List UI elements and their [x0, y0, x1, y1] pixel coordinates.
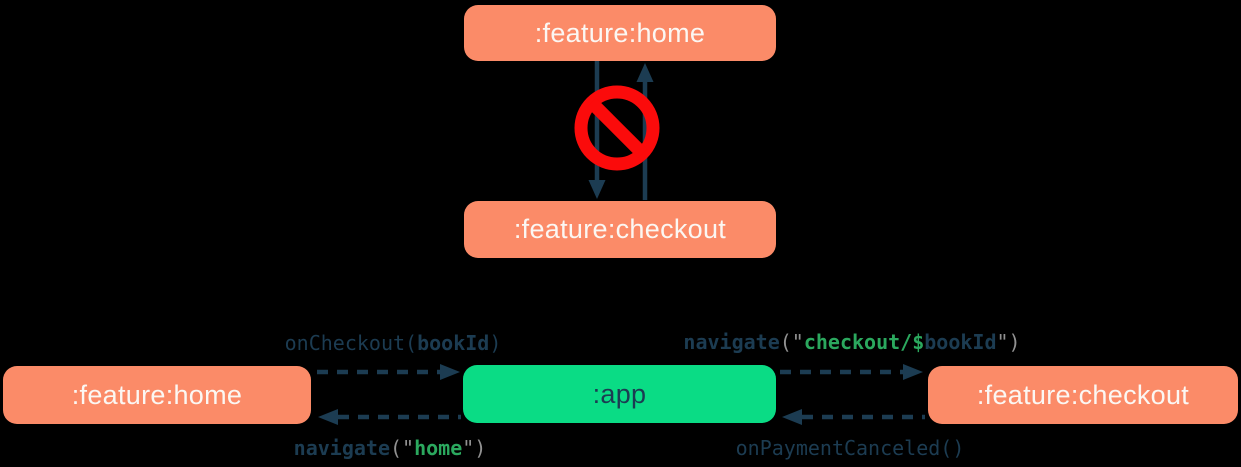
label-onpaymentcanceled: onPaymentCanceled() [736, 436, 965, 460]
oncheckout-arg: bookId [417, 331, 490, 355]
label-navigate-checkout: navigate("checkout/$bookId") [683, 330, 1020, 354]
oncheckout-fn: onCheckout( [284, 331, 418, 355]
label-navigate-home: navigate("home") [294, 436, 487, 460]
bottom-feature-home-box: :feature:home [3, 366, 311, 424]
top-feature-checkout-box: :feature:checkout [464, 201, 776, 258]
navigate-home-open: (" [389, 436, 415, 460]
label-oncheckout: onCheckout(bookId) [285, 331, 502, 355]
navigate-checkout-open: (" [779, 330, 804, 354]
navigate-home-close: ") [462, 436, 487, 460]
oncheckout-close: ) [489, 331, 502, 355]
navigate-checkout-arg: bookId [924, 330, 997, 354]
arrow-navigate-checkout [780, 364, 923, 380]
arrow-oncheckout [317, 364, 460, 380]
navigate-home-string: home [414, 436, 463, 460]
onpaymentcanceled-text: onPaymentCanceled() [735, 436, 965, 460]
arrow-onpaymentcanceled [782, 409, 925, 425]
arrow-navigate-home [318, 409, 461, 425]
navigate-checkout-string: checkout/$ [803, 330, 925, 354]
navigate-checkout-fn: navigate [683, 330, 780, 354]
bottom-app-box: :app [463, 365, 776, 423]
bottom-feature-checkout-box: :feature:checkout [928, 366, 1238, 424]
navigate-checkout-close: ") [996, 330, 1021, 354]
no-entry-icon [574, 85, 660, 171]
arrow-checkout-to-home [636, 63, 654, 200]
navigate-home-fn: navigate [293, 436, 390, 460]
top-feature-home-box: :feature:home [464, 5, 776, 61]
arrow-home-to-checkout [588, 61, 606, 199]
